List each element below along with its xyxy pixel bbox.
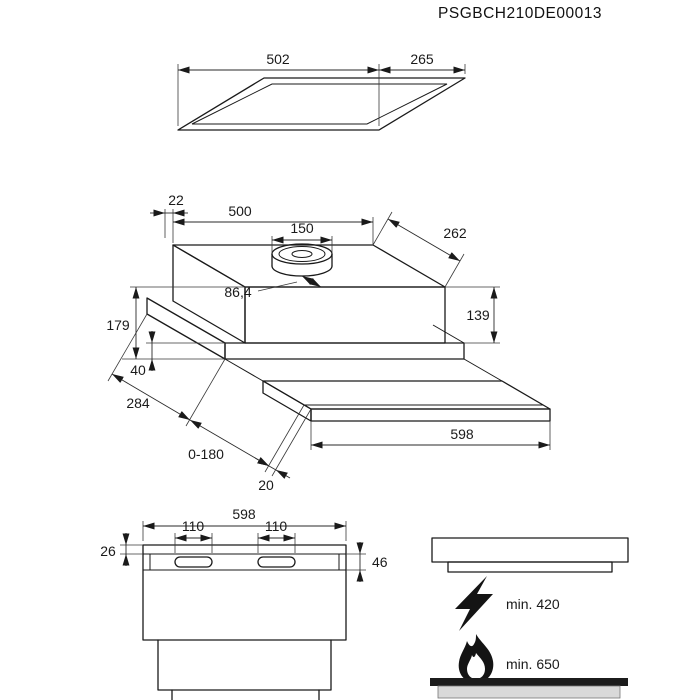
cooktop-base [437,685,621,699]
dim-bottom-width: 598 [450,426,474,442]
duct-cylinder-base [271,265,333,277]
top-view-outline [177,77,466,131]
dim-line-duct-offset [301,275,322,288]
duct-cylinder-sides [271,253,333,267]
duct-inner-ring [278,246,326,262]
pullout-panel-left-face [262,380,312,422]
product-code: PSGBCH210DE00013 [438,5,602,22]
top-view-extension-lines [177,64,466,126]
dim-bottom-height: 40 [130,362,146,378]
flame-icon-inner [467,653,485,679]
dim-grip-right: 110 [265,518,288,534]
dim-body-depth: 262 [443,225,467,241]
dim-top-lip: 26 [100,543,116,559]
dim-bottom-depth: 284 [126,395,150,411]
iso-view: 22 500 150 262 86,4 139 179 40 284 0-180… [106,192,551,493]
iso-extension-lines [107,209,551,477]
dim-top-width: 502 [266,51,290,67]
cabinet-outline [157,639,332,691]
bottom-section-front-face [224,342,465,360]
dim-tail-front-lip-left [254,457,270,467]
grip-slot-right [257,556,296,568]
front-view-outline [142,544,347,641]
dim-grip-left: 110 [182,518,205,534]
dim-duct-diameter: 150 [290,220,314,236]
grip-slot-left [174,556,213,568]
clearance-view: min. 420 min. 650 [430,537,629,699]
front-view: 598 110 110 26 46 [100,506,388,700]
top-view: 502 265 [177,51,466,131]
lightning-icon [455,576,493,631]
leader-duct-offset [257,281,298,292]
dim-tail-front-lip-right [275,469,291,479]
cooktop-surface [430,678,628,686]
dim-duct-offset: 86,4 [224,284,251,300]
dim-visor-height: 46 [372,554,388,570]
telescopic-rails [224,358,503,382]
hood-symbol-visor [447,561,613,573]
plinth-lines [171,689,320,700]
body-left-face [172,244,246,344]
body-front-face [244,286,446,344]
dim-back-offset: 22 [168,192,184,208]
dim-total-height: 179 [106,317,130,333]
dim-body-height: 139 [466,307,490,323]
dim-front-lip: 20 [258,477,274,493]
dim-pullout-range: 0-180 [188,446,224,462]
bottom-section-top-edge [432,324,465,344]
bottom-section-left-face [146,297,226,360]
dim-body-width: 500 [228,203,252,219]
front-view-extension-lines [120,521,366,571]
duct-center-ring [291,250,313,258]
dim-line-front-lip [268,465,277,471]
electric-clearance-label: min. 420 [506,596,560,612]
dim-front-width: 598 [232,506,256,522]
dim-line-body-depth [387,218,461,262]
dim-line-bottom-depth [111,373,191,421]
top-view-inner-panel [191,83,448,125]
dim-top-depth: 265 [410,51,434,67]
front-view-panel-lines [143,553,346,571]
gas-clearance-label: min. 650 [506,656,560,672]
hood-symbol-body [431,537,629,563]
pullout-panel-front-face [310,408,551,422]
